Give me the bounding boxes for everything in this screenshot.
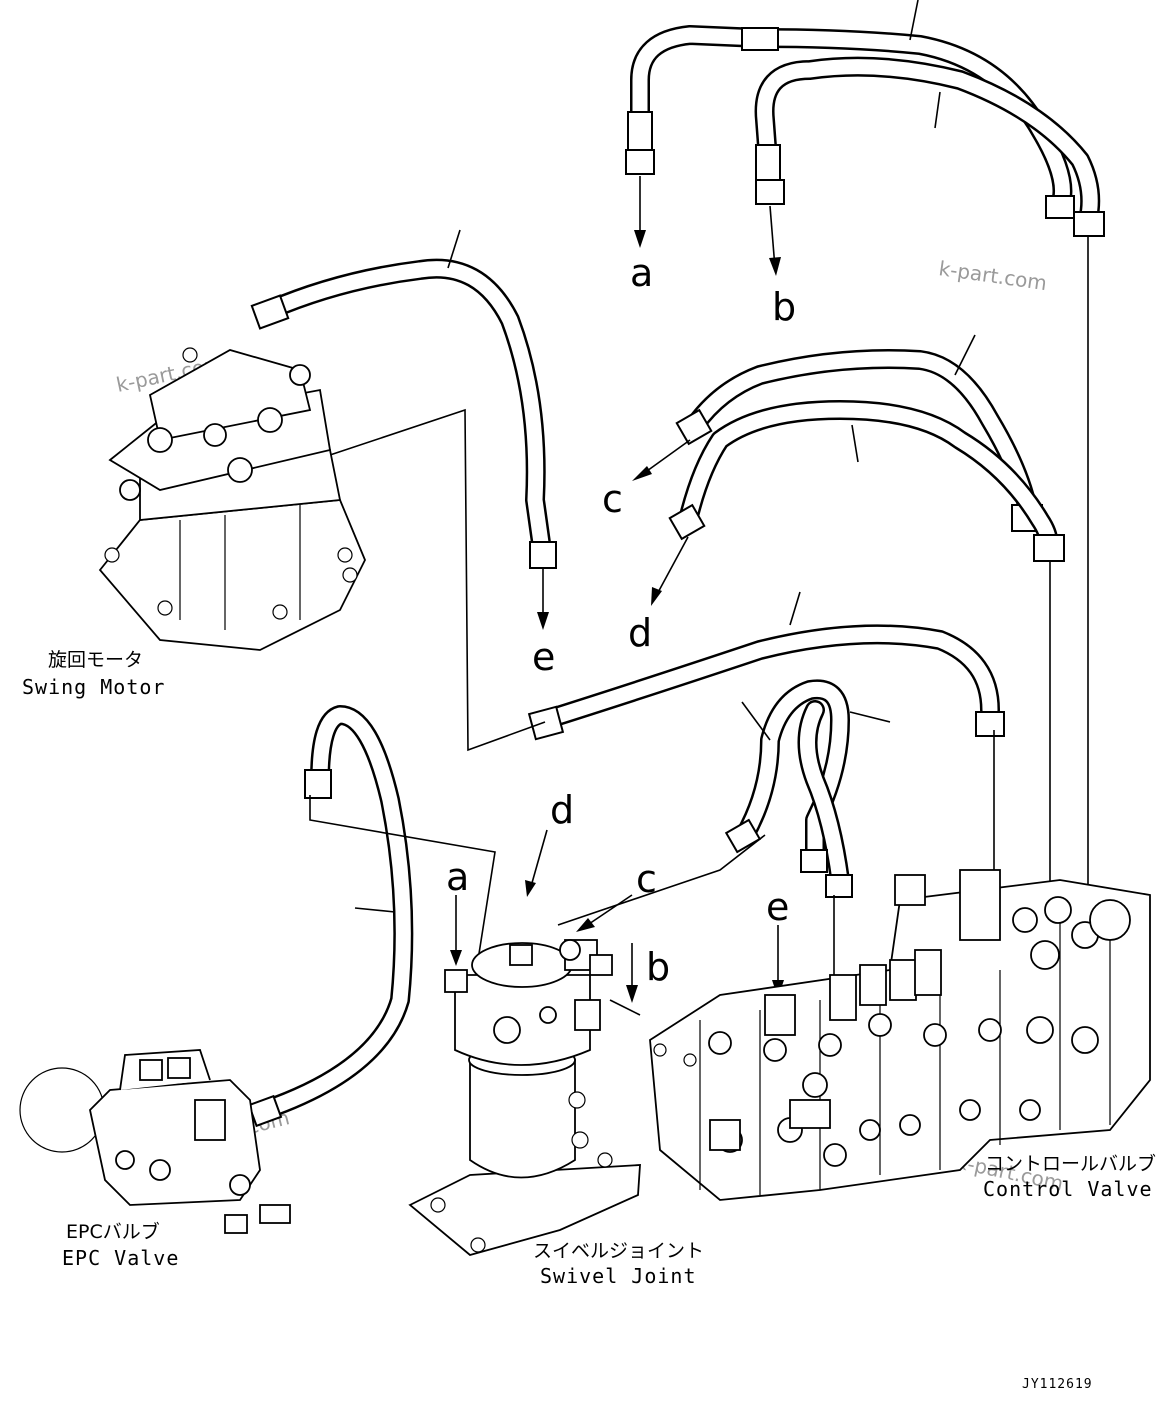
callout-d-swivel: d — [550, 788, 574, 832]
hose-loop — [724, 679, 891, 898]
drawing-code: JY112619 — [1022, 1377, 1093, 1392]
callout-c-swivel: c — [636, 857, 657, 901]
callout-d-mid: d — [628, 611, 652, 655]
swing-motor-label-en: Swing Motor — [22, 675, 165, 699]
epc-valve-label-en: EPC Valve — [62, 1246, 179, 1270]
watermark: k-part.com — [937, 256, 1048, 295]
hose-epc — [247, 705, 414, 1128]
swing-motor — [98, 347, 366, 651]
callout-e-valve: e — [766, 885, 789, 929]
hose-a — [625, 0, 1075, 219]
hose-b — [754, 56, 1105, 237]
callout-a-swivel: a — [446, 855, 469, 899]
swivel-joint-label-en: Swivel Joint — [540, 1264, 697, 1288]
control-valve — [649, 869, 1151, 1201]
callout-c-mid: c — [602, 477, 623, 521]
hose-long — [527, 591, 1005, 741]
callout-e-mid: e — [532, 635, 555, 679]
epc-valve — [19, 1049, 291, 1234]
callout-a-top: a — [630, 251, 653, 295]
hose-d — [668, 400, 1065, 562]
control-valve-label-en: Control Valve — [983, 1177, 1153, 1201]
swing-motor-label-jp: 旋回モータ — [48, 649, 143, 671]
callout-b-top: b — [772, 285, 796, 329]
epc-valve-label-jp: EPCバルブ — [66, 1220, 160, 1243]
hose-e — [250, 229, 557, 569]
swivel-joint-label-jp: スイベルジョイント — [533, 1240, 704, 1262]
callout-b-swivel: b — [646, 945, 670, 989]
connection-lines — [309, 236, 1089, 1016]
control-valve-label-jp: コントロールバルブ — [985, 1152, 1156, 1175]
swivel-joint — [408, 939, 641, 1256]
